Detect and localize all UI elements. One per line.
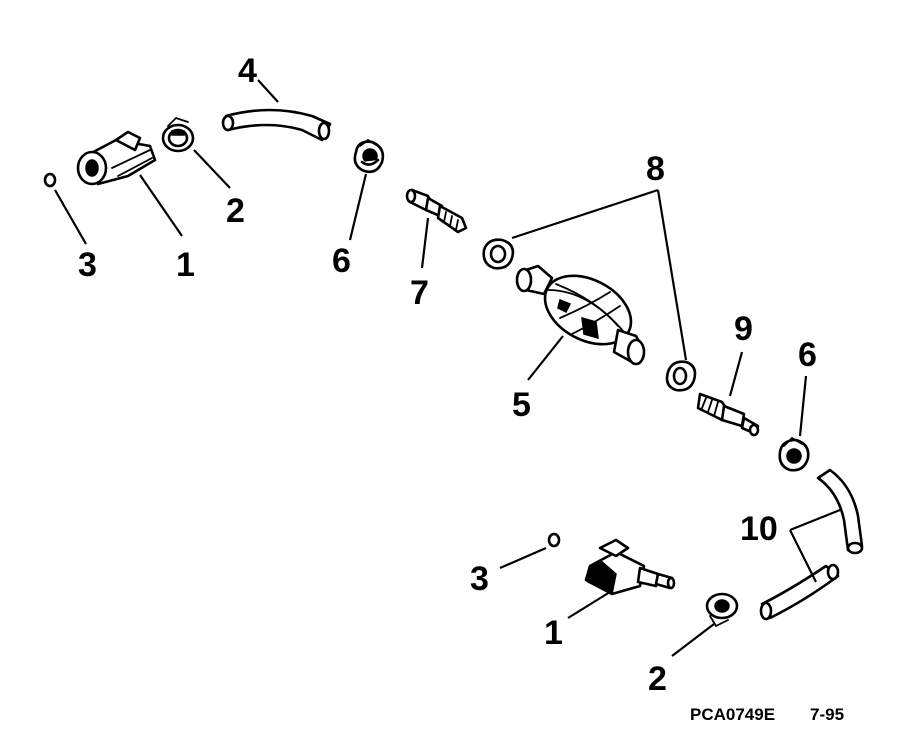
callout-2-bottom: 2 [648, 660, 667, 698]
callout-10: 10 [740, 510, 778, 548]
hose-part-4 [221, 108, 332, 142]
callout-2-top: 2 [226, 192, 245, 230]
leader-lines [54, 79, 841, 657]
callout-3-bottom: 3 [470, 560, 489, 598]
primer-bulb-part-5 [515, 264, 646, 366]
callout-8: 8 [646, 150, 665, 188]
clamp-part-8-upper [482, 238, 515, 270]
hose-part-10 [759, 468, 864, 621]
clamp-part-8-lower [665, 360, 697, 392]
callout-6-top: 6 [332, 242, 351, 280]
callout-1-top: 1 [176, 246, 195, 284]
callout-5: 5 [512, 386, 531, 424]
fuel-connector-part-1-bottom [584, 538, 676, 596]
clamp-part-6-top [353, 138, 385, 174]
callout-labels: 3 1 2 4 6 7 8 5 9 6 10 3 1 2 [78, 52, 817, 698]
fitting-part-9 [696, 392, 760, 437]
callout-3-top: 3 [78, 246, 97, 284]
clamp-part-2-top [161, 116, 195, 153]
clamp-part-6-lower [778, 436, 810, 472]
o-ring-part-3-bottom [547, 532, 561, 548]
fitting-part-7 [405, 188, 468, 234]
callout-7: 7 [410, 274, 429, 312]
figure-reference: PCA0749E 7-95 [690, 705, 844, 724]
o-ring-part-3-top [43, 172, 57, 188]
callout-6-lower: 6 [798, 336, 817, 374]
callout-4: 4 [238, 52, 257, 90]
callout-9: 9 [734, 310, 753, 348]
callout-1-bottom: 1 [544, 614, 563, 652]
fuel-connector-part-1-top [76, 130, 157, 186]
clamp-part-2-bottom [705, 592, 739, 628]
figure-date: 7-95 [810, 705, 844, 724]
figure-code: PCA0749E [690, 705, 775, 724]
